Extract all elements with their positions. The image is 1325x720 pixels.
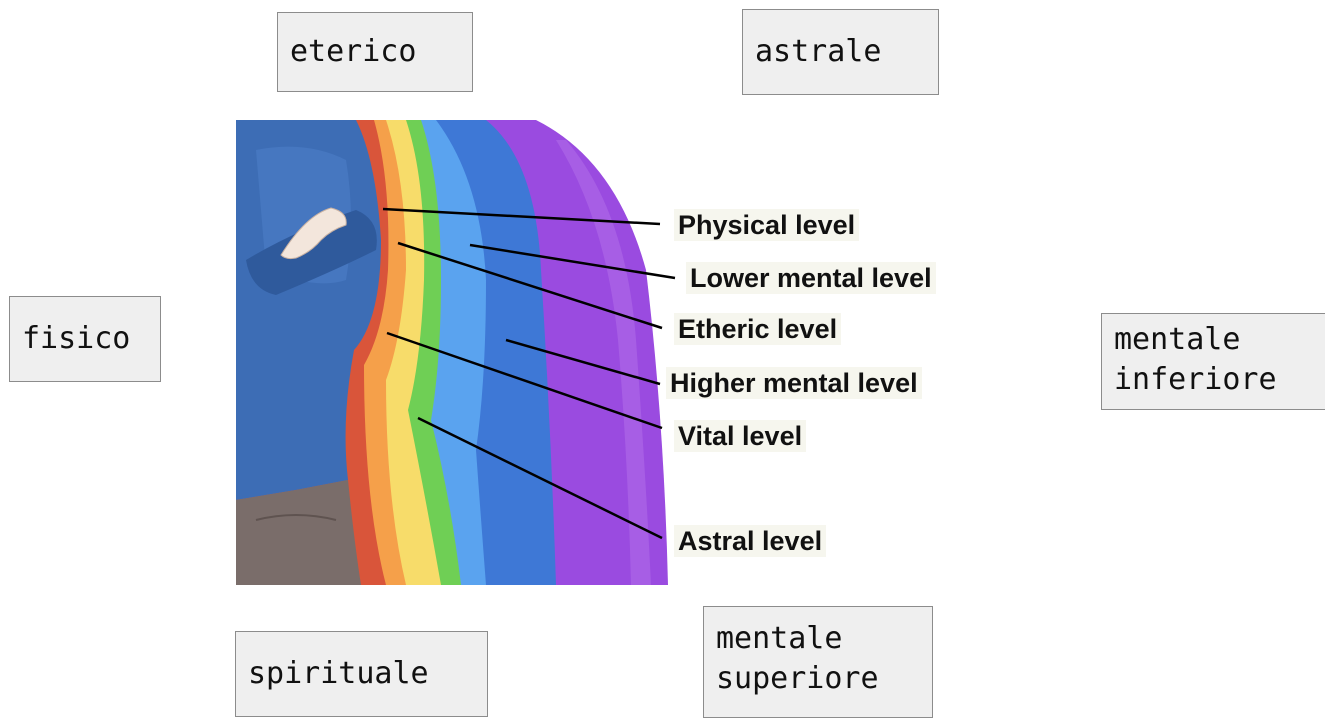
tile-mentale-inferiore[interactable]: mentale inferiore bbox=[1101, 313, 1325, 410]
label-physical-level: Physical level bbox=[674, 209, 859, 241]
label-higher-mental-level: Higher mental level bbox=[666, 367, 922, 399]
label-vital-level: Vital level bbox=[674, 420, 806, 452]
tile-astrale[interactable]: astrale bbox=[742, 9, 939, 95]
aura-illustration bbox=[236, 120, 668, 585]
tile-fisico[interactable]: fisico bbox=[9, 296, 161, 382]
tile-eterico[interactable]: eterico bbox=[277, 12, 473, 92]
label-astral-level: Astral level bbox=[674, 525, 826, 557]
tile-spirituale[interactable]: spirituale bbox=[235, 631, 488, 717]
tile-mentale-superiore[interactable]: mentale superiore bbox=[703, 606, 933, 718]
aura-layers-graphic bbox=[236, 120, 668, 585]
label-etheric-level: Etheric level bbox=[674, 313, 841, 345]
label-lower-mental-level: Lower mental level bbox=[686, 262, 936, 294]
